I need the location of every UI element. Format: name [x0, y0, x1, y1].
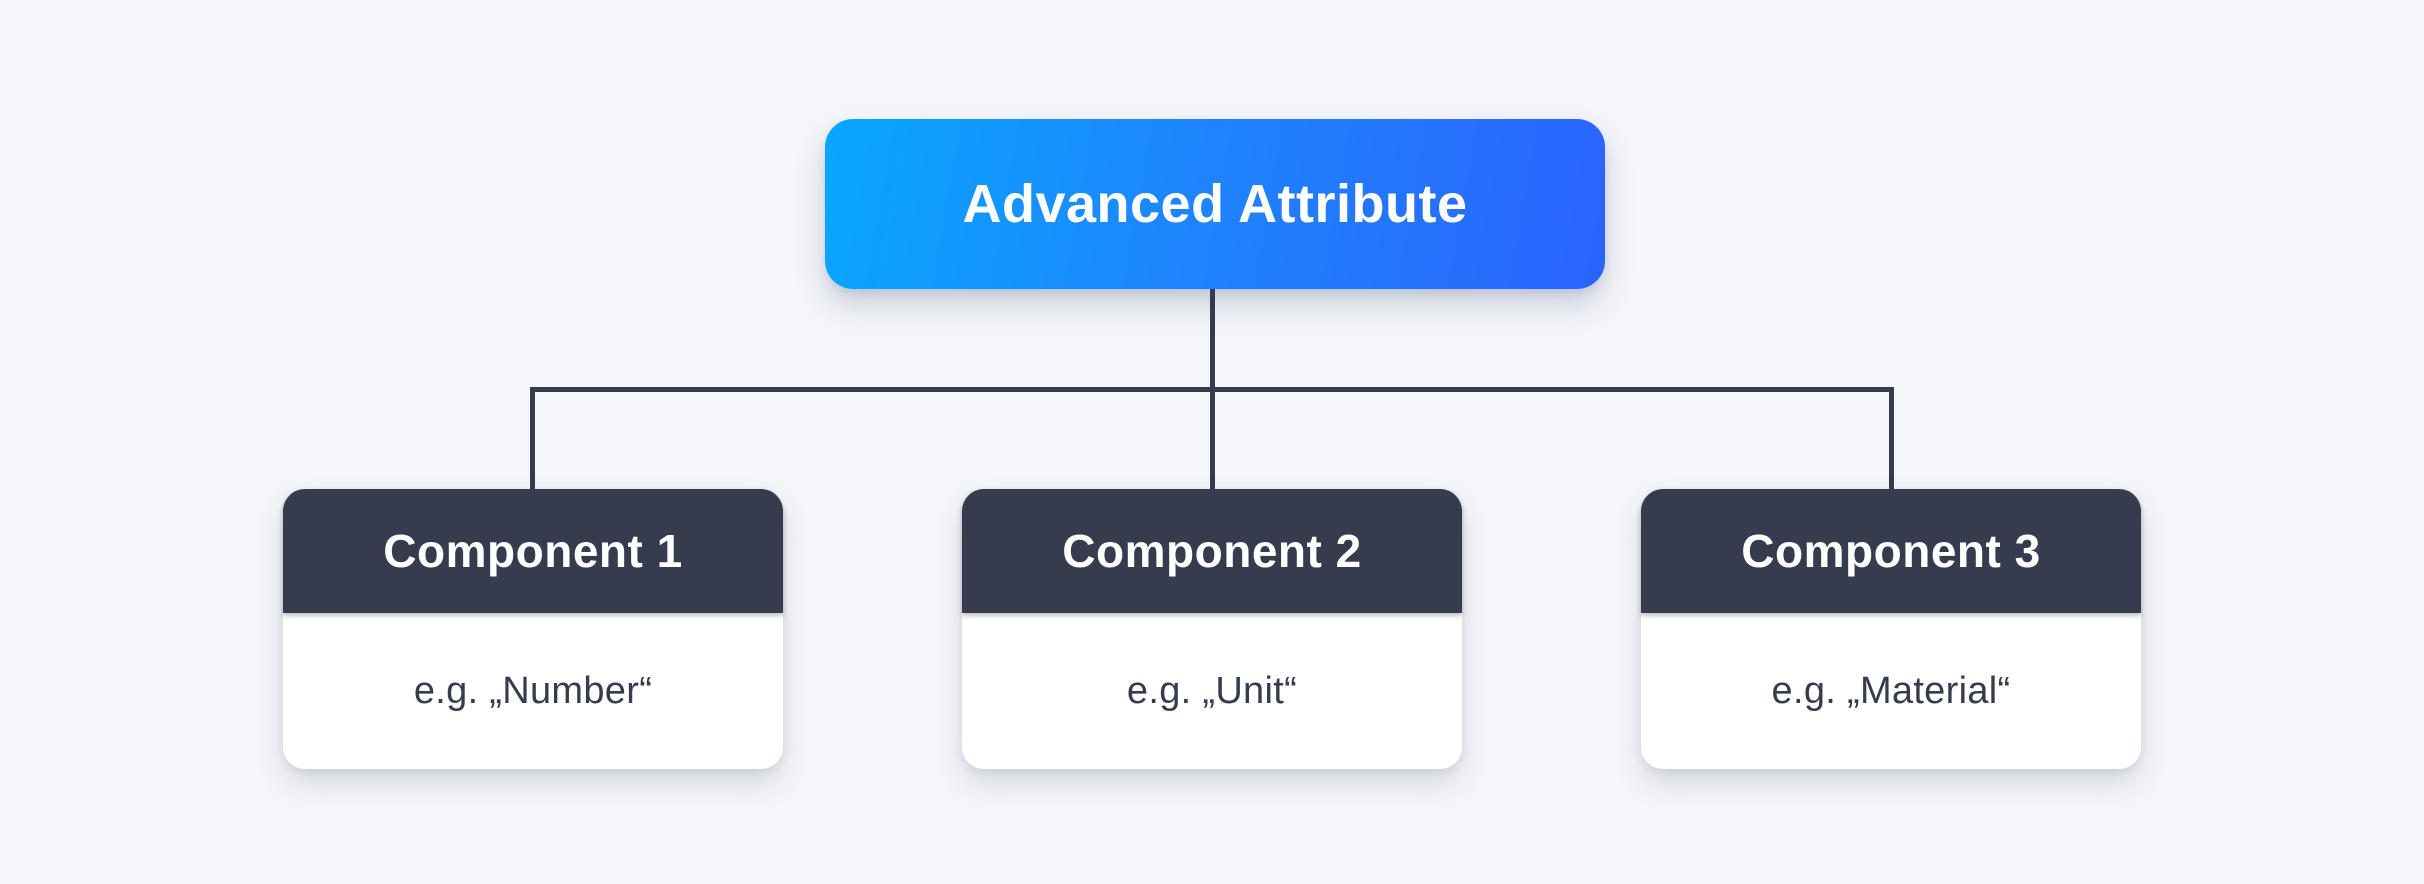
component-card-3-title: Component 3	[1741, 525, 2041, 577]
root-node-advanced-attribute: Advanced Attribute	[825, 119, 1605, 289]
component-card-3-example: e.g. „Material“	[1771, 669, 2011, 712]
component-card-1: Component 1 e.g. „Number“	[283, 489, 783, 769]
component-card-2-example: e.g. „Unit“	[1126, 669, 1298, 712]
component-card-1-body: e.g. „Number“	[283, 613, 783, 769]
component-card-1-example: e.g. „Number“	[413, 669, 653, 712]
component-card-2: Component 2 e.g. „Unit“	[962, 489, 1462, 769]
connector-horizontal-line	[530, 387, 1894, 392]
component-card-3-body: e.g. „Material“	[1641, 613, 2141, 769]
component-card-3-header: Component 3	[1641, 489, 2141, 613]
connector-drop-line-right	[1889, 389, 1894, 490]
component-card-1-header: Component 1	[283, 489, 783, 613]
component-card-3: Component 3 e.g. „Material“	[1641, 489, 2141, 769]
component-card-2-body: e.g. „Unit“	[962, 613, 1462, 769]
root-node-label: Advanced Attribute	[962, 174, 1468, 234]
component-card-2-header: Component 2	[962, 489, 1462, 613]
component-card-1-title: Component 1	[383, 525, 683, 577]
connector-drop-line-left	[530, 389, 535, 490]
component-card-2-title: Component 2	[1062, 525, 1362, 577]
